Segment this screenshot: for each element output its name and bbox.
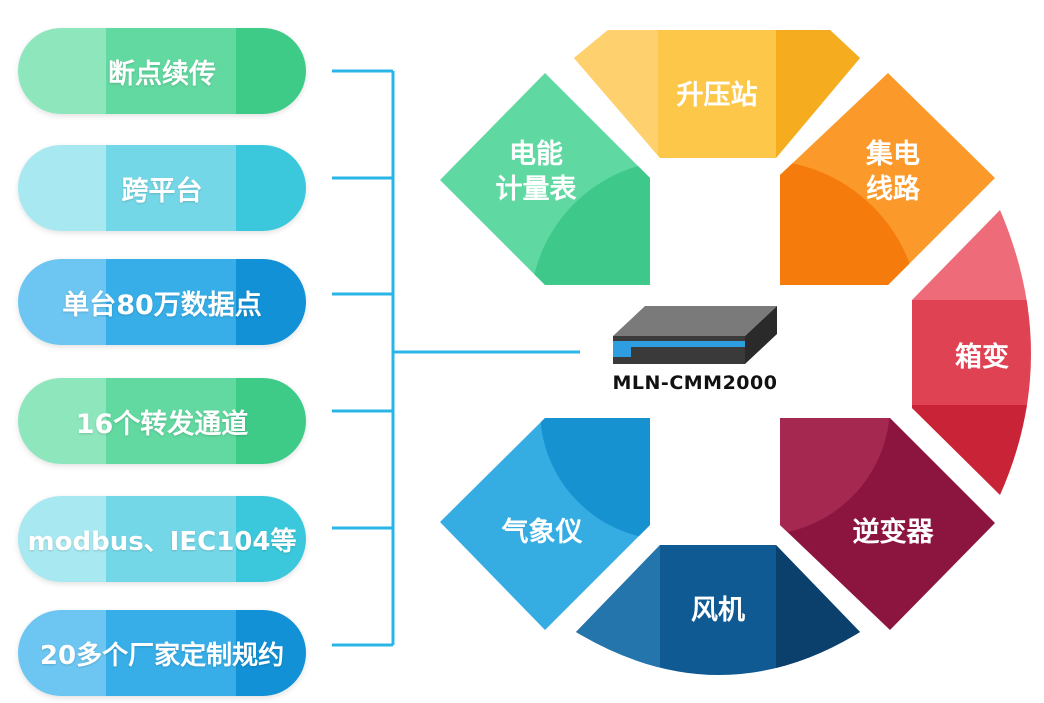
feature-pill-resume-transfer: 断点续传 [18,28,306,114]
segment-label: 升压站 [677,80,758,111]
segment-label: 集电 [865,138,920,170]
feature-pill-protocols: modbus、IEC104等 [18,496,306,582]
feature-pill-forward-channels: 16个转发通道 [18,378,306,464]
segment-label: 气象仪 [501,516,583,548]
feature-pill-data-points: 单台80万数据点 [18,259,306,345]
feature-label: 断点续传 [108,58,216,90]
feature-label: modbus、IEC104等 [27,526,297,557]
segment-label: 逆变器 [853,516,935,548]
feature-pill-custom-protocols: 20多个厂家定制规约 [18,610,306,696]
segment-label: 箱变 [955,341,1009,373]
feature-label: 跨平台 [121,175,203,207]
segment-label: 风机 [691,595,745,626]
segment-label: 计量表 [496,174,577,205]
device-label: MLN-CMM2000 [612,372,778,394]
device-box [613,306,777,364]
feature-label: 16个转发通道 [75,408,249,440]
feature-label: 单台80万数据点 [62,289,262,321]
connector-bracket [332,69,580,647]
feature-pill-cross-platform: 跨平台 [18,145,306,231]
segment-label: 线路 [866,173,921,205]
feature-label: 20多个厂家定制规约 [39,640,285,671]
segment-label: 电能 [509,138,563,170]
